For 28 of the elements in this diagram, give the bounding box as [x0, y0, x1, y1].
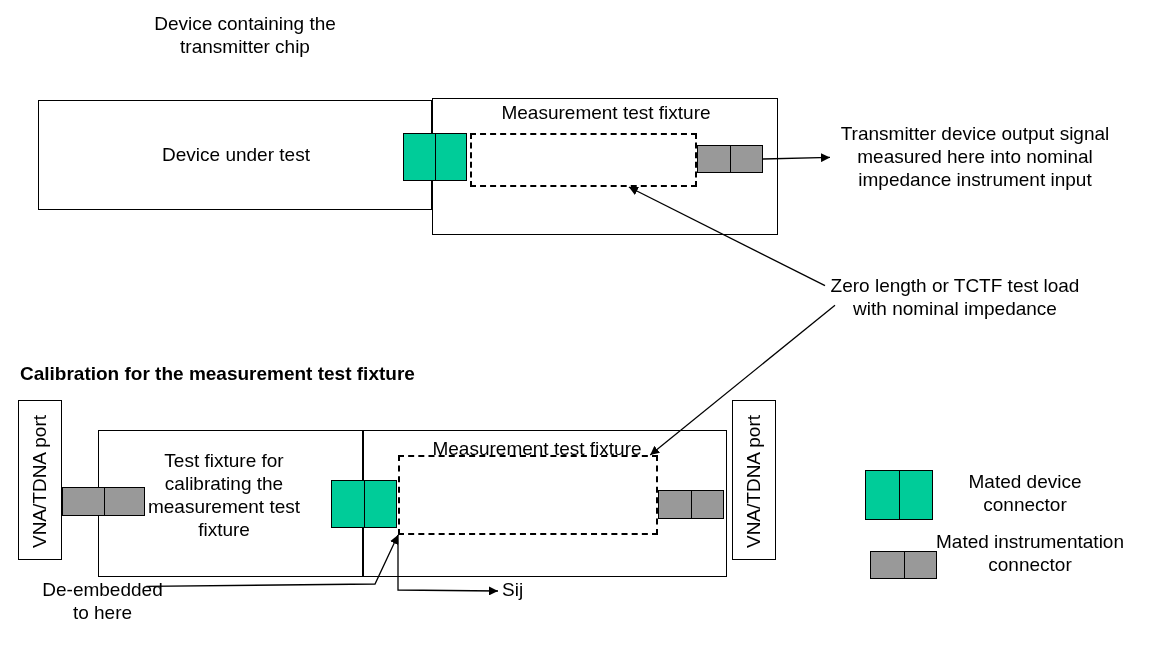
port-box	[18, 400, 62, 560]
arrow	[397, 534, 499, 596]
dashed-test-load	[470, 133, 697, 187]
box-label: Device under test	[161, 143, 311, 166]
note-text: De-embedded to here	[40, 578, 165, 648]
arrow	[649, 304, 836, 456]
caption-text: Device containing the transmitter chip	[153, 12, 337, 58]
note-text: Sij	[502, 578, 542, 604]
port-label: VNA/TDNA port	[742, 415, 765, 549]
instrumentation-connector	[62, 487, 145, 516]
fixture-label: Test fixture for calibrating the measurement test fixture	[146, 449, 302, 541]
note-text: Transmitter device output signal measured here into nominal impedance instrument input	[830, 122, 1120, 240]
device-connector	[403, 133, 467, 181]
instrumentation-connector	[658, 490, 724, 519]
arrow	[762, 153, 831, 163]
legend-text: Mated instrumentation connector	[935, 530, 1125, 576]
instrumentation-connector	[697, 145, 763, 173]
arrow	[628, 186, 826, 287]
section-heading: Calibration for the measurement test fixture	[20, 362, 416, 385]
device-box	[38, 100, 432, 210]
device-connector	[331, 480, 397, 528]
fixture-label: Measurement test fixture	[500, 101, 712, 124]
port-label: VNA/TDNA port	[28, 415, 51, 549]
fixture-box	[98, 430, 363, 577]
note-text: Zero length or TCTF test load with nominal impedance	[830, 274, 1080, 352]
port-box	[732, 400, 776, 560]
fixture-label: Measurement test fixture	[431, 437, 643, 460]
legend-text: Mated device connector	[967, 470, 1083, 516]
